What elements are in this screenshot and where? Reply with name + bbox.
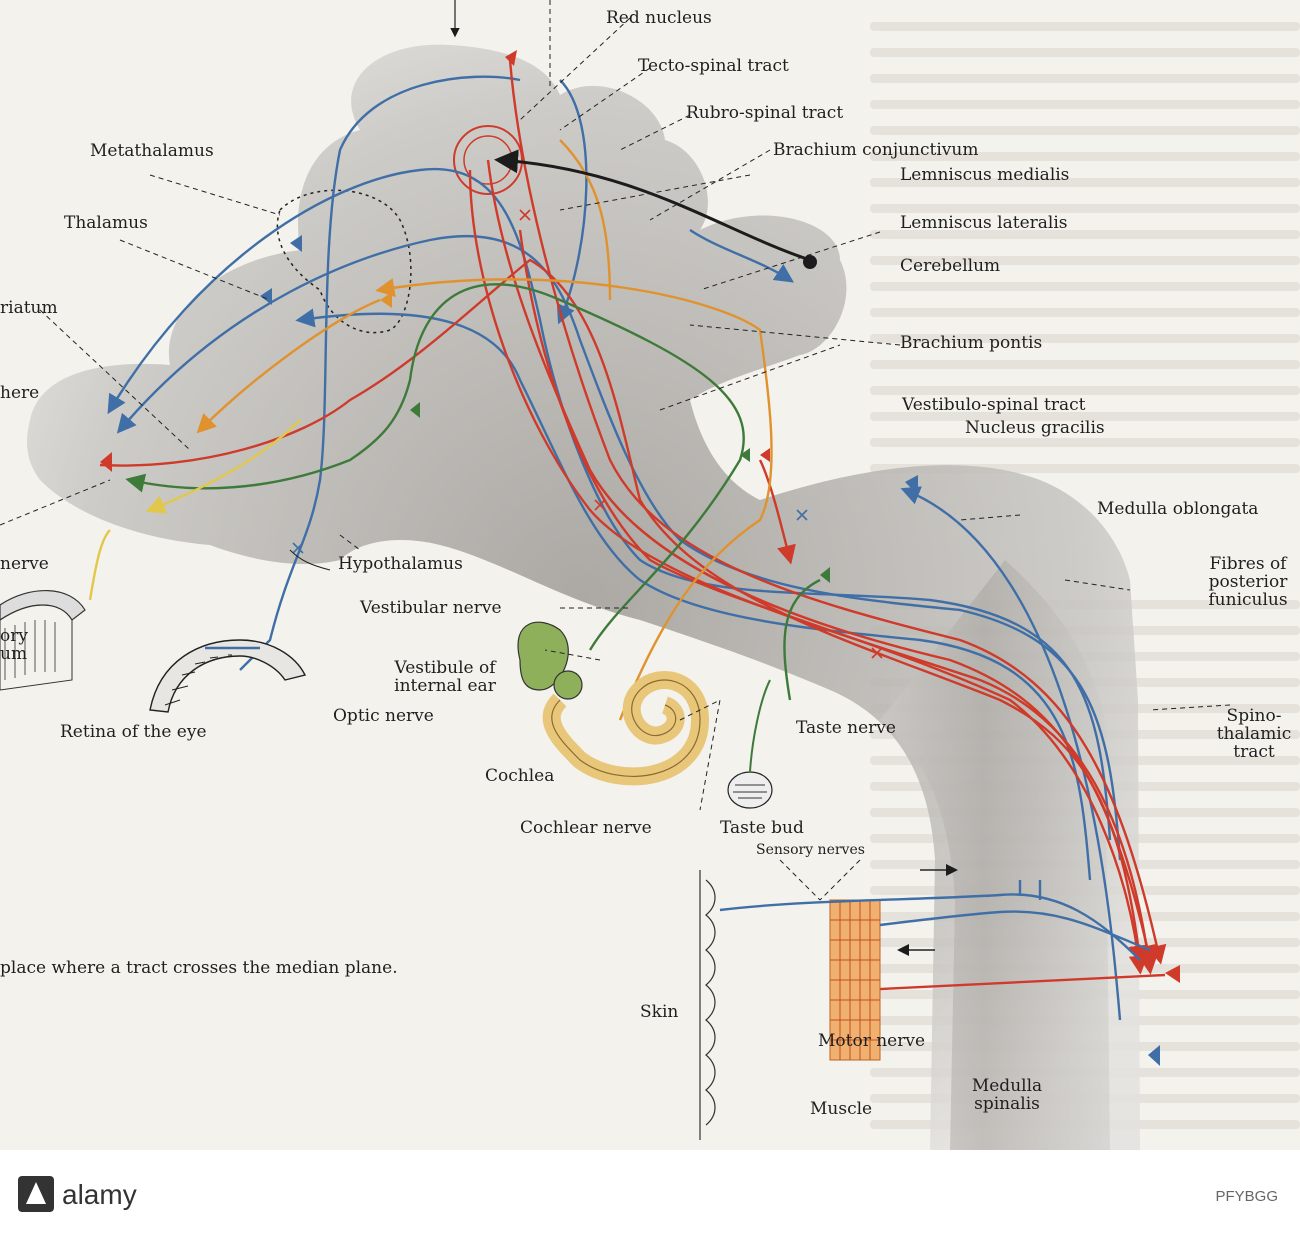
label-retina: Retina of the eye bbox=[60, 722, 207, 742]
afferent-tracts bbox=[107, 75, 1122, 1021]
label-nerve: nerve bbox=[0, 554, 49, 574]
orange-tracts bbox=[196, 139, 773, 721]
label-cochlea: Cochlea bbox=[485, 766, 555, 786]
muscle-drawing bbox=[829, 899, 881, 1061]
red-nucleus-circle bbox=[453, 125, 523, 195]
label-muscle: Muscle bbox=[810, 1099, 873, 1119]
label-rubro-spinal-tract: Rubro-spinal tract bbox=[686, 103, 844, 123]
label-cochlear-nerve: Cochlear nerve bbox=[520, 818, 652, 838]
alamy-logo: alamy bbox=[18, 1176, 137, 1212]
nerve-cell-bodies bbox=[100, 50, 1180, 1066]
label-sensory-nerves: Sensory nerves bbox=[756, 842, 865, 858]
label-striatum: riatum bbox=[0, 298, 58, 318]
olfactory-epithelium bbox=[0, 589, 86, 691]
label-vestibular-nerve: Vestibular nerve bbox=[360, 598, 502, 618]
label-vestibulo-spinal-tract: Vestibulo-spinal tract bbox=[902, 395, 1086, 415]
metathalamus-outline bbox=[276, 189, 412, 334]
label-brachium-conjunctivum: Brachium conjunctivum bbox=[773, 140, 979, 160]
label-tecto-spinal-tract: Tecto-spinal tract bbox=[638, 56, 789, 76]
label-cerebellum: Cerebellum bbox=[900, 256, 1001, 276]
label-brachium-pontis: Brachium pontis bbox=[900, 333, 1043, 353]
label-crossing-note: place where a tract crosses the median p… bbox=[0, 958, 398, 978]
label-motor-nerve: Motor nerve bbox=[818, 1031, 926, 1051]
label-taste-bud: Taste bud bbox=[720, 818, 804, 838]
image-id: PFYBGG bbox=[1215, 1188, 1278, 1205]
label-medulla-oblongata: Medulla oblongata bbox=[1097, 499, 1259, 519]
label-nucleus-gracilis: Nucleus gracilis bbox=[965, 418, 1105, 438]
brachium-conjunctivum-tract bbox=[494, 149, 811, 262]
label-hypothalamus: Hypothalamus bbox=[338, 554, 463, 574]
label-red-nucleus: Red nucleus bbox=[606, 8, 712, 28]
label-taste-nerve: Taste nerve bbox=[796, 718, 896, 738]
retina-drawing bbox=[149, 639, 307, 713]
taste-bud-drawing bbox=[727, 679, 773, 809]
label-lemniscus-medialis: Lemniscus medialis bbox=[900, 165, 1070, 185]
skin-drawing bbox=[699, 870, 716, 1140]
watermark-bar bbox=[0, 1150, 1300, 1239]
peripheral-nerves bbox=[719, 880, 1151, 961]
figure-stage: Red nucleus Tecto-spinal tract Rubro-spi… bbox=[0, 0, 1300, 1150]
spinal-cord bbox=[880, 560, 1110, 1150]
svg-text:alamy: alamy bbox=[62, 1179, 137, 1210]
efferent-tracts bbox=[99, 59, 1167, 992]
label-metathalamus: Metathalamus bbox=[90, 141, 214, 161]
nervous-pathways-diagram bbox=[0, 0, 1231, 1150]
label-skin: Skin bbox=[640, 1002, 679, 1022]
yellow-tracts bbox=[88, 419, 301, 601]
label-optic-nerve: Optic nerve bbox=[333, 706, 434, 726]
label-lemniscus-lateralis: Lemniscus lateralis bbox=[900, 213, 1068, 233]
leader-lines bbox=[0, 0, 1231, 901]
inner-ear-drawing bbox=[517, 621, 710, 786]
label-hemisphere: here bbox=[0, 383, 40, 403]
label-thalamus: Thalamus bbox=[64, 213, 148, 233]
green-tracts bbox=[125, 283, 821, 701]
crossing-marks bbox=[519, 209, 883, 659]
